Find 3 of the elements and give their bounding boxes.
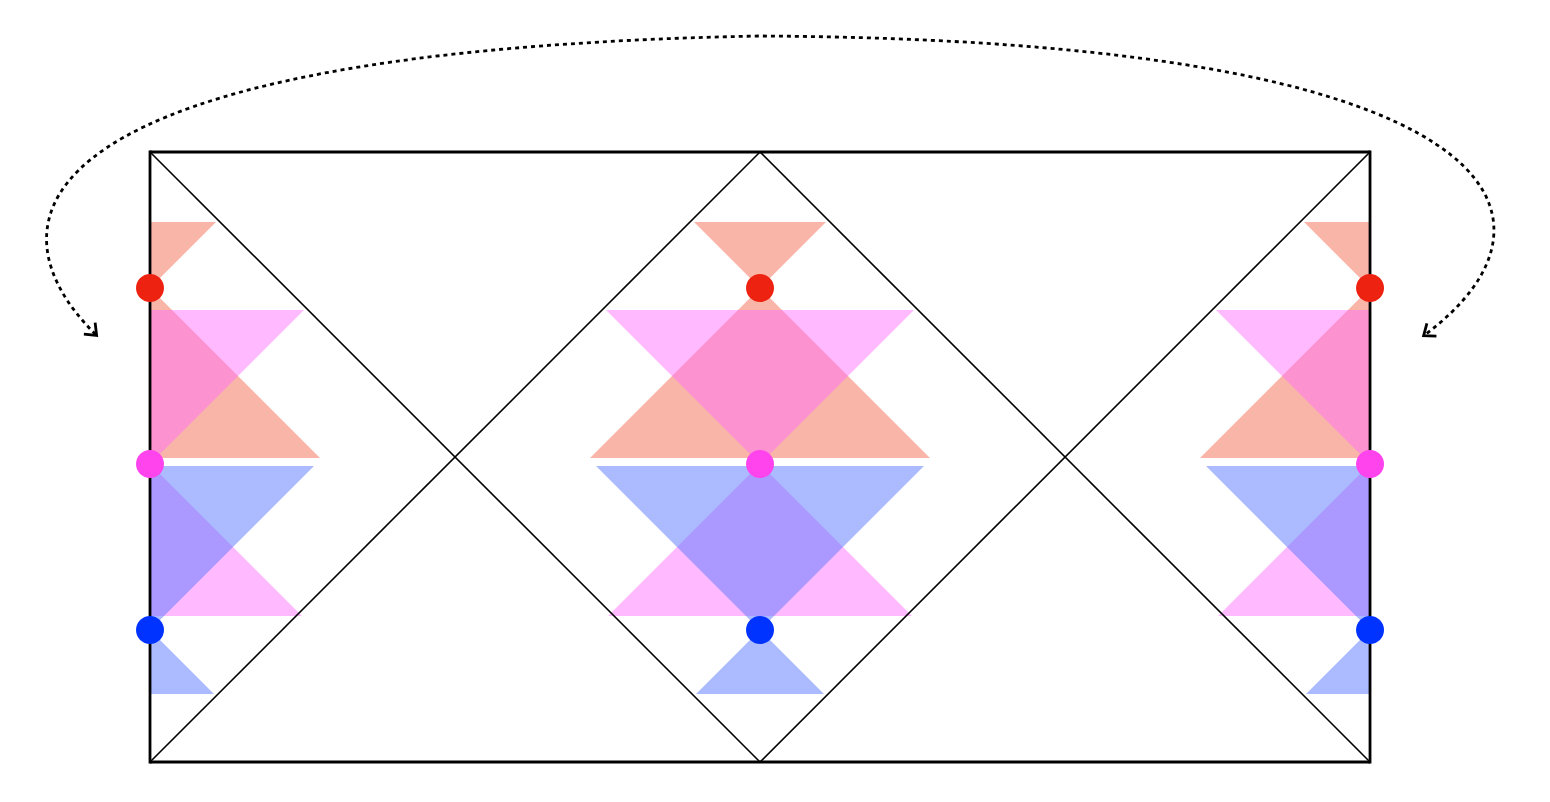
edge-bar [1368, 150, 1372, 764]
edge-bar [148, 150, 152, 764]
arrow [46, 34, 1494, 338]
